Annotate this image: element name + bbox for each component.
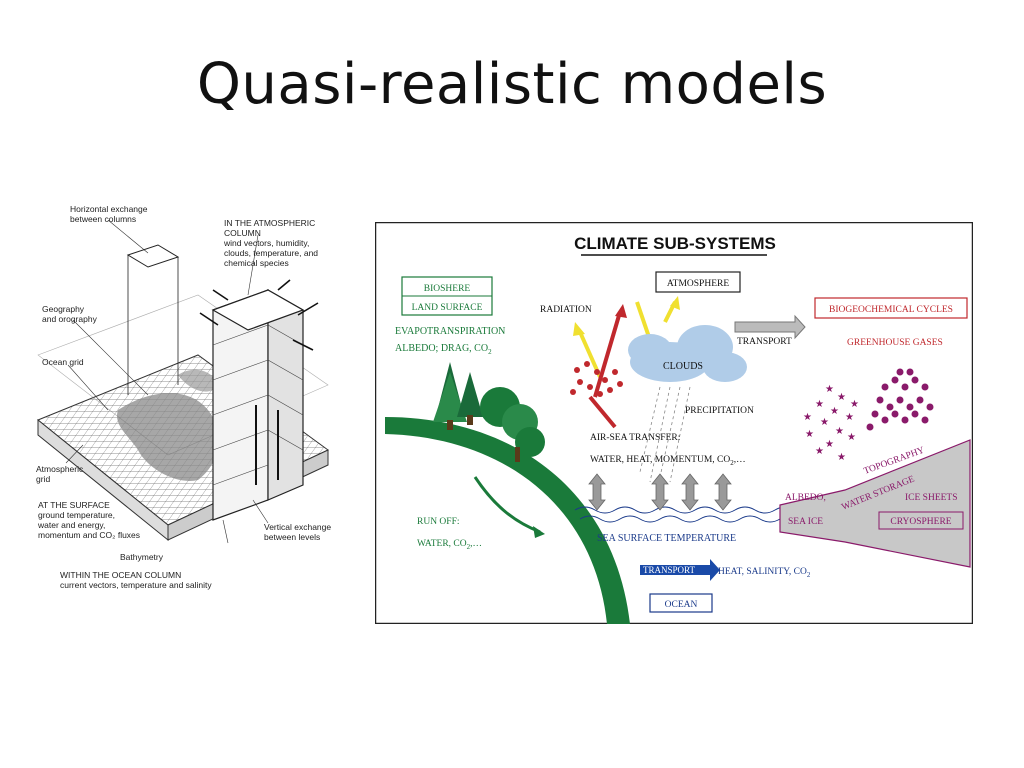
label-ocean-grid: Ocean grid <box>42 357 84 367</box>
label-precipitation: PRECIPITATION <box>685 406 754 416</box>
label-horizontal-exchange-2: between columns <box>70 214 136 224</box>
svg-text:★: ★ <box>803 412 812 423</box>
svg-text:★: ★ <box>815 446 824 457</box>
svg-text:★: ★ <box>835 426 844 437</box>
label-ocean: OCEAN <box>665 600 698 610</box>
gcm-grid-diagram: Horizontal exchange between columns Geog… <box>36 204 331 590</box>
label-atm-column-3: wind vectors, humidity, <box>223 238 309 248</box>
earth-surface <box>385 417 630 624</box>
svg-text:★: ★ <box>820 417 829 428</box>
aerosol-dots <box>570 361 623 397</box>
slide-title: Quasi-realistic models <box>196 52 828 117</box>
sub-2-d: 2 <box>807 571 811 579</box>
runoff-arrow <box>473 476 541 534</box>
wind-arrows <box>199 279 319 351</box>
ellipsis-b: ,… <box>734 455 746 465</box>
label-geography-2: and orography <box>42 314 98 324</box>
transport-arrow-top <box>734 314 806 340</box>
label-bathymetry: Bathymetry <box>120 552 164 562</box>
label-vertical-exchange-2: between levels <box>264 532 320 542</box>
label-atm-grid-2: grid <box>36 474 50 484</box>
label-albedo-drag: ALBEDO; DRAG, CO <box>395 343 488 354</box>
radiation-arrows <box>573 296 680 429</box>
svg-text:★: ★ <box>850 399 859 410</box>
svg-text:★: ★ <box>825 439 834 450</box>
svg-text:★: ★ <box>837 452 846 463</box>
sub-2-a: 2 <box>488 348 492 356</box>
greenhouse-stars: ★★★ ★★★ ★★★ ★★★ ★★ <box>803 384 859 463</box>
label-atm-grid-1: Atmospheric <box>36 464 84 474</box>
svg-text:★: ★ <box>830 406 839 417</box>
label-horizontal-exchange-1: Horizontal exchange <box>70 204 148 214</box>
label-atmosphere: ATMOSPHERE <box>667 279 729 289</box>
svg-text:HEAT, SALINITY, CO2: HEAT, SALINITY, CO2 <box>718 567 811 579</box>
label-land-surface: LAND SURFACE <box>412 303 483 313</box>
clouds-shape <box>628 325 747 382</box>
svg-text:WATER, HEAT, MOMENTUM, CO2,…: WATER, HEAT, MOMENTUM, CO2,… <box>590 455 746 467</box>
svg-text:★: ★ <box>815 399 824 410</box>
air-sea-arrows <box>588 473 732 511</box>
climate-title: CLIMATE SUB-SYSTEMS <box>574 234 776 253</box>
svg-text:WATER, CO2,…: WATER, CO2,… <box>417 539 482 551</box>
label-greenhouse: GREENHOUSE GASES <box>847 338 943 348</box>
svg-text:ALBEDO; DRAG, CO2: ALBEDO; DRAG, CO2 <box>395 343 492 356</box>
label-atm-column-2: COLUMN <box>224 228 261 238</box>
label-atm-column-5: chemical species <box>224 258 289 268</box>
label-surface-1: AT THE SURFACE <box>38 500 110 510</box>
greenhouse-dots <box>866 368 934 431</box>
label-heat-salinity: HEAT, SALINITY, CO <box>718 567 807 577</box>
cryosphere-land <box>779 439 971 568</box>
precipitation-streaks <box>639 386 691 483</box>
label-surface-3: water and energy, <box>37 520 105 530</box>
label-water-co2: WATER, CO <box>417 539 467 549</box>
label-sea-ice: SEA ICE <box>788 517 823 527</box>
label-albedo: ALBEDO, <box>785 493 826 503</box>
label-transport-ocean: TRANSPORT <box>643 565 695 575</box>
label-surface-2: ground temperature, <box>38 510 115 520</box>
label-cryosphere: CRYOSPHERE <box>890 517 951 527</box>
svg-text:★: ★ <box>805 429 814 440</box>
sub-2-b: 2 <box>730 459 734 467</box>
svg-text:★: ★ <box>845 412 854 423</box>
ellipsis-c: ,… <box>470 539 482 549</box>
label-biogeochemical: BIOGEOCHEMICAL CYCLES <box>829 305 953 315</box>
sub-2-c: 2 <box>467 543 471 551</box>
label-air-sea: AIR-SEA TRANSFER: <box>590 433 680 443</box>
transport-arrow-ocean <box>640 559 720 581</box>
svg-text:★: ★ <box>825 384 834 395</box>
climate-subsystems-diagram: CLIMATE SUB-SYSTEMS BIOSHERE LAND SURFAC… <box>375 222 973 624</box>
svg-text:★: ★ <box>847 432 856 443</box>
label-ocean-column-1: WITHIN THE OCEAN COLUMN <box>60 570 181 580</box>
horizontal-exchange-box <box>126 244 180 268</box>
label-ice-sheets: ICE SHEETS <box>905 493 958 503</box>
label-geography-1: Geography <box>42 304 85 314</box>
label-atm-column-4: clouds, temperature, and <box>224 248 318 258</box>
label-ocean-column-2: current vectors, temperature and salinit… <box>60 580 212 590</box>
land-mass <box>117 393 219 481</box>
label-bioshere: BIOSHERE <box>424 284 471 294</box>
forest-trees <box>433 362 545 462</box>
label-run-off: RUN OFF: <box>417 517 460 527</box>
label-evapotranspiration: EVAPOTRANSPIRATION <box>395 326 505 337</box>
label-transport-top: TRANSPORT <box>737 337 792 347</box>
label-vertical-exchange-1: Vertical exchange <box>264 522 331 532</box>
label-sst: SEA SURFACE TEMPERATURE <box>597 533 736 544</box>
label-clouds: CLOUDS <box>663 361 703 372</box>
label-atm-column-1: IN THE ATMOSPHERIC <box>224 218 315 228</box>
label-surface-4: momentum and CO₂ fluxes <box>38 530 140 540</box>
label-radiation: RADIATION <box>540 305 592 315</box>
label-water-heat: WATER, HEAT, MOMENTUM, CO <box>590 455 730 465</box>
svg-text:★: ★ <box>837 392 846 403</box>
